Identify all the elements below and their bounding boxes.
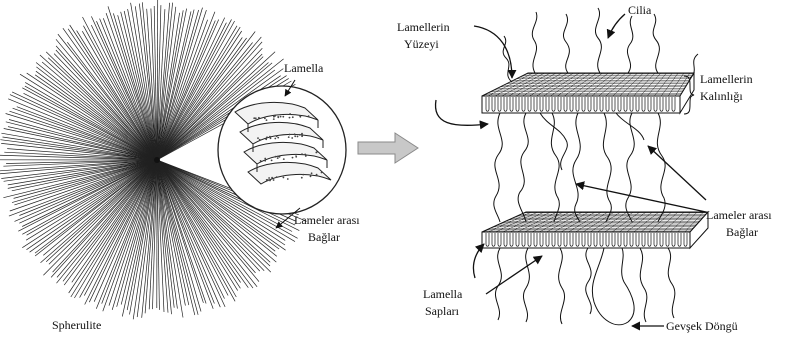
lamellae-drawing: [482, 8, 708, 325]
left-tie-molecules-label-line1: Lameler arası: [294, 213, 360, 228]
lamella-thickness-label-line2: Kalınlığı: [700, 89, 743, 104]
right-tie-molecules-label-line2: Bağlar: [726, 225, 758, 240]
right-tie-molecules-label-line1: Lameler arası: [706, 208, 772, 223]
transition-arrow: [358, 133, 418, 163]
spherulite-label: Spherulite: [52, 318, 101, 333]
lamella-surface-arrow-2: [435, 100, 488, 125]
lamella-inset: [218, 86, 346, 214]
lamella-stems-arrow-2: [486, 256, 542, 294]
lamella-stems-label-line2: Sapları: [425, 304, 459, 319]
tie-molecules-arrow-2: [576, 184, 706, 212]
lamella-surface-label-line2: Yüzeyi: [404, 37, 439, 52]
lamella-stems-arrow-1: [473, 244, 484, 278]
loose-loop-label: Gevşek Döngü: [666, 319, 738, 334]
left-tie-molecules-label-line2: Bağlar: [308, 230, 340, 245]
cilia-arrow: [608, 14, 625, 38]
lamella-surface-arrow: [474, 26, 512, 78]
tie-molecules-arrow-1: [648, 146, 706, 200]
lamella-stems-label-line1: Lamella: [423, 287, 462, 302]
lamella-label: Lamella: [284, 61, 323, 76]
cilia-label: Cilia: [628, 3, 651, 18]
lamella-thickness-label-line1: Lamellerin: [700, 72, 753, 87]
lamella-surface-label-line1: Lamellerin: [397, 20, 450, 35]
